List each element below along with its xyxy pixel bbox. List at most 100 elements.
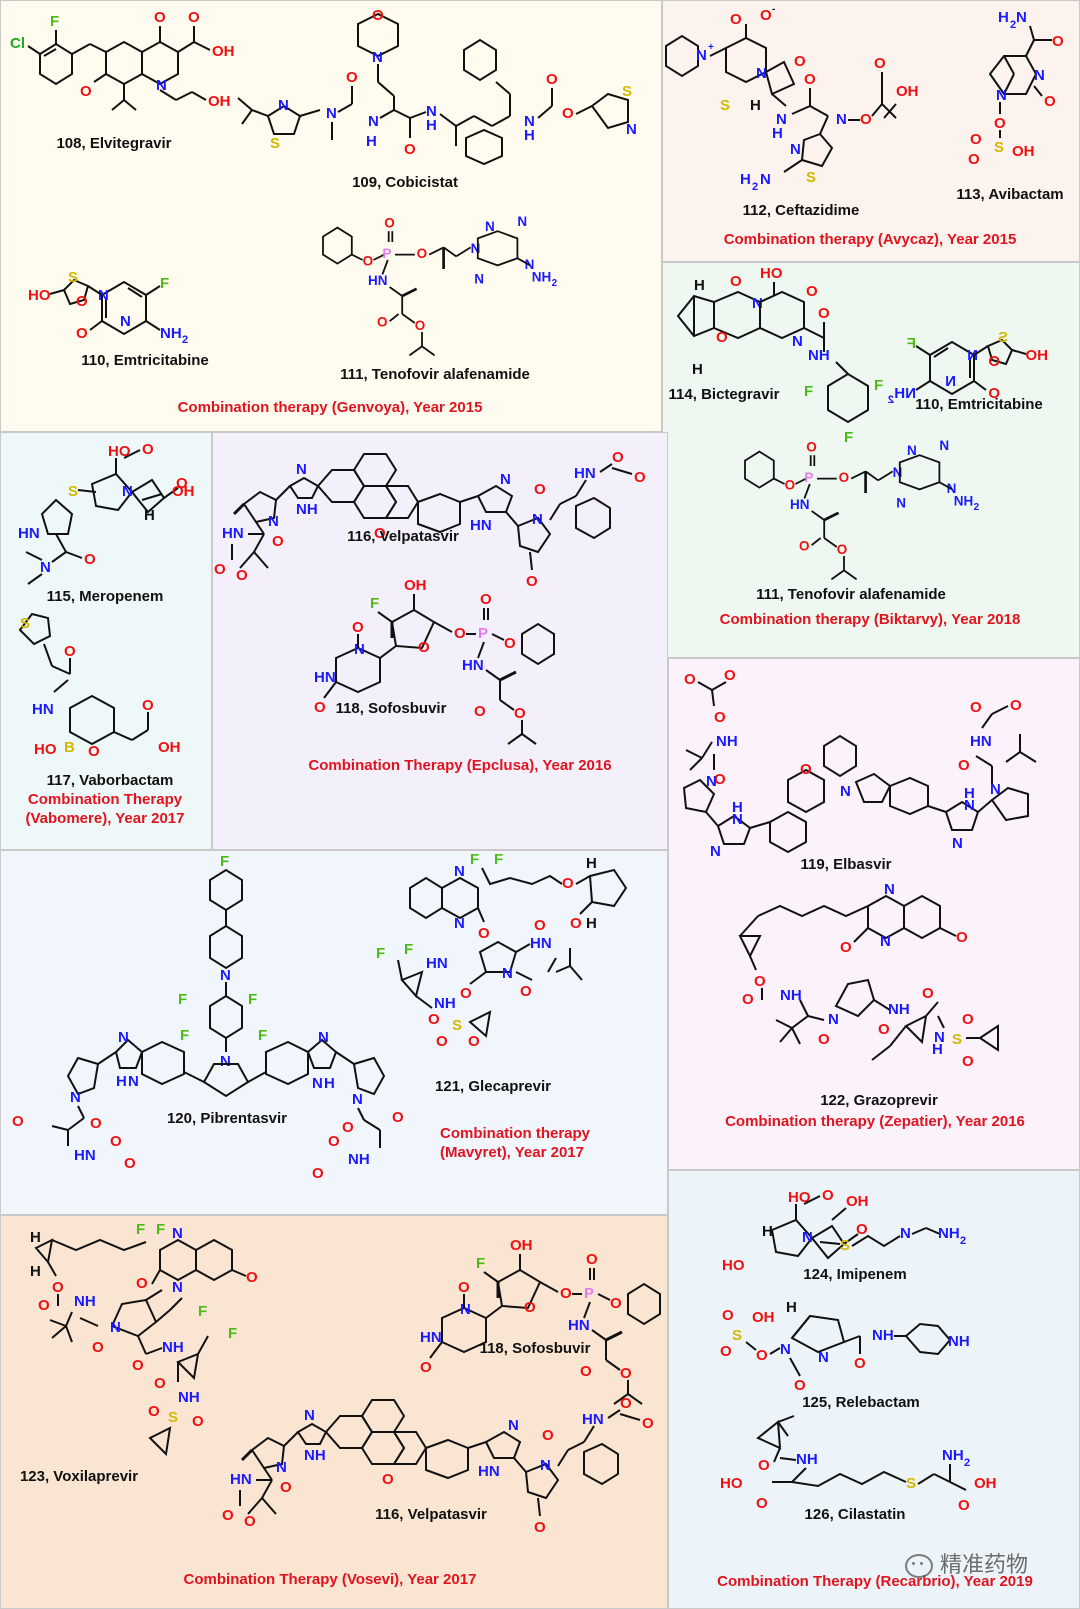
svg-text:N: N — [710, 843, 721, 860]
svg-text:H: H — [324, 1075, 335, 1092]
svg-text:N: N — [426, 103, 437, 120]
svg-text:O: O — [92, 1339, 104, 1356]
svg-text:OH: OH — [1012, 143, 1035, 160]
structure-pibrentasvir: F N F F N F F N H N N N H N N O O HN O O… — [12, 856, 404, 1182]
svg-text:O: O — [460, 985, 472, 1002]
svg-text:H: H — [732, 799, 743, 816]
svg-text:O: O — [860, 111, 872, 128]
svg-text:O: O — [392, 1109, 404, 1126]
svg-text:HO: HO — [722, 1257, 745, 1274]
svg-text:O: O — [716, 329, 728, 346]
structure-emtricitabine-genvoya — [27, 268, 190, 347]
svg-text:N: N — [110, 1319, 121, 1336]
svg-text:O: O — [38, 1297, 50, 1314]
svg-text:O: O — [52, 1279, 64, 1296]
caption-recarbrio: Combination Therapy (Recarbrio), Year 20… — [717, 1573, 1033, 1590]
structure-ceftazidime: N + S N O O - O H N H O N O O OH N S H 2… — [665, 6, 919, 193]
svg-text:F: F — [470, 851, 479, 868]
panel-avycaz — [662, 0, 1080, 262]
svg-text:O: O — [562, 105, 574, 122]
svg-text:S: S — [732, 1327, 742, 1344]
svg-text:F: F — [228, 1325, 237, 1342]
svg-text:NH: NH — [942, 1447, 964, 1464]
wechat-icon — [904, 1554, 933, 1578]
svg-text:H: H — [116, 1073, 127, 1090]
svg-text:F: F — [220, 856, 229, 870]
svg-text:O: O — [958, 1497, 970, 1514]
svg-text:H: H — [524, 127, 535, 144]
svg-text:2: 2 — [752, 181, 758, 193]
panel-recarbrio — [668, 1170, 1080, 1609]
svg-text:O: O — [922, 985, 934, 1002]
svg-text:O: O — [534, 917, 546, 934]
svg-text:O: O — [88, 743, 100, 760]
label-sofosbuvir-vosevi: 118, Sofosbuvir — [479, 1340, 591, 1357]
svg-text:O: O — [818, 305, 830, 322]
structure-bictegravir: H H O N HO O O N O NH F F F — [676, 266, 883, 446]
svg-text:H: H — [30, 1229, 41, 1246]
svg-text:S: S — [994, 139, 1004, 156]
svg-text:N: N — [1034, 67, 1045, 84]
svg-text:H: H — [30, 1263, 41, 1280]
svg-text:HN: HN — [18, 525, 40, 542]
svg-text:S: S — [720, 97, 730, 114]
structure-cobicistat: O N N S N O N H O N H N H O O S N — [237, 7, 637, 166]
svg-text:F: F — [248, 991, 257, 1008]
structure-taf-biktarvy — [743, 436, 981, 581]
svg-text:O: O — [958, 757, 970, 774]
svg-text:NH: NH — [74, 1293, 96, 1310]
svg-text:O: O — [760, 7, 772, 24]
label-sofosbuvir-epclusa: 118, Sofosbuvir — [335, 700, 447, 717]
svg-text:O: O — [1010, 697, 1022, 714]
svg-text:O: O — [436, 1033, 448, 1050]
label-relebactam: 125, Relebactam — [802, 1394, 920, 1411]
svg-text:H: H — [750, 97, 761, 114]
label-vaborbactam: 117, Vaborbactam — [46, 772, 174, 789]
svg-text:NH: NH — [348, 1151, 370, 1168]
svg-text:O: O — [136, 1275, 148, 1292]
label-voxilaprevir: 123, Voxilaprevir — [19, 1468, 139, 1485]
label-elbasvir: 119, Elbasvir — [800, 856, 892, 873]
svg-text:O: O — [970, 131, 982, 148]
svg-text:F: F — [136, 1222, 145, 1238]
svg-text:HO: HO — [720, 1475, 743, 1492]
svg-text:O: O — [994, 115, 1006, 132]
svg-text:N: N — [1016, 9, 1027, 26]
label-emtricitabine-genvoya: 110, Emtricitabine — [81, 352, 209, 369]
svg-text:B: B — [64, 739, 75, 756]
svg-text:O: O — [956, 929, 968, 946]
panel-vabomere — [0, 432, 212, 850]
svg-text:N: N — [884, 881, 895, 898]
svg-text:O: O — [188, 9, 200, 26]
svg-text:N: N — [934, 1029, 945, 1046]
structure-glecaprevir: F F O H O H N N O N HN O O O HN F F O NH… — [376, 851, 628, 1050]
svg-text:S: S — [168, 1409, 178, 1426]
label-taf-genvoya: 111, Tenofovir alafenamide — [340, 366, 530, 383]
svg-text:HN: HN — [32, 701, 54, 718]
svg-text:N: N — [752, 295, 763, 312]
svg-text:F: F — [874, 377, 883, 394]
structure-relebactam: O S OH O O N H O N O NH NH — [720, 1299, 970, 1394]
svg-text:NH: NH — [780, 987, 802, 1004]
svg-text:H: H — [144, 507, 155, 524]
svg-text:N: N — [368, 113, 379, 130]
svg-text:O: O — [854, 1355, 866, 1372]
label-meropenem: 115, Meropenem — [46, 588, 164, 605]
svg-text:F: F — [258, 1027, 267, 1044]
svg-text:O: O — [806, 283, 818, 300]
structure-cilastatin: O NH HO O S NH 2 OH O — [720, 1415, 997, 1514]
svg-text:OH: OH — [172, 483, 195, 500]
svg-text:N: N — [220, 967, 231, 984]
svg-text:O: O — [154, 1375, 166, 1392]
svg-text:N: N — [524, 113, 535, 130]
svg-text:S: S — [68, 483, 78, 500]
svg-text:N: N — [312, 1075, 323, 1092]
svg-text:-: - — [772, 6, 775, 15]
svg-text:O: O — [878, 1021, 890, 1038]
svg-text:O: O — [962, 1011, 974, 1028]
caption-vosevi: Combination Therapy (Vosevi), Year 2017 — [183, 1571, 477, 1588]
svg-text:N: N — [626, 121, 637, 138]
svg-text:2: 2 — [960, 1235, 966, 1247]
svg-text:O: O — [570, 915, 582, 932]
svg-text:F: F — [180, 1027, 189, 1044]
